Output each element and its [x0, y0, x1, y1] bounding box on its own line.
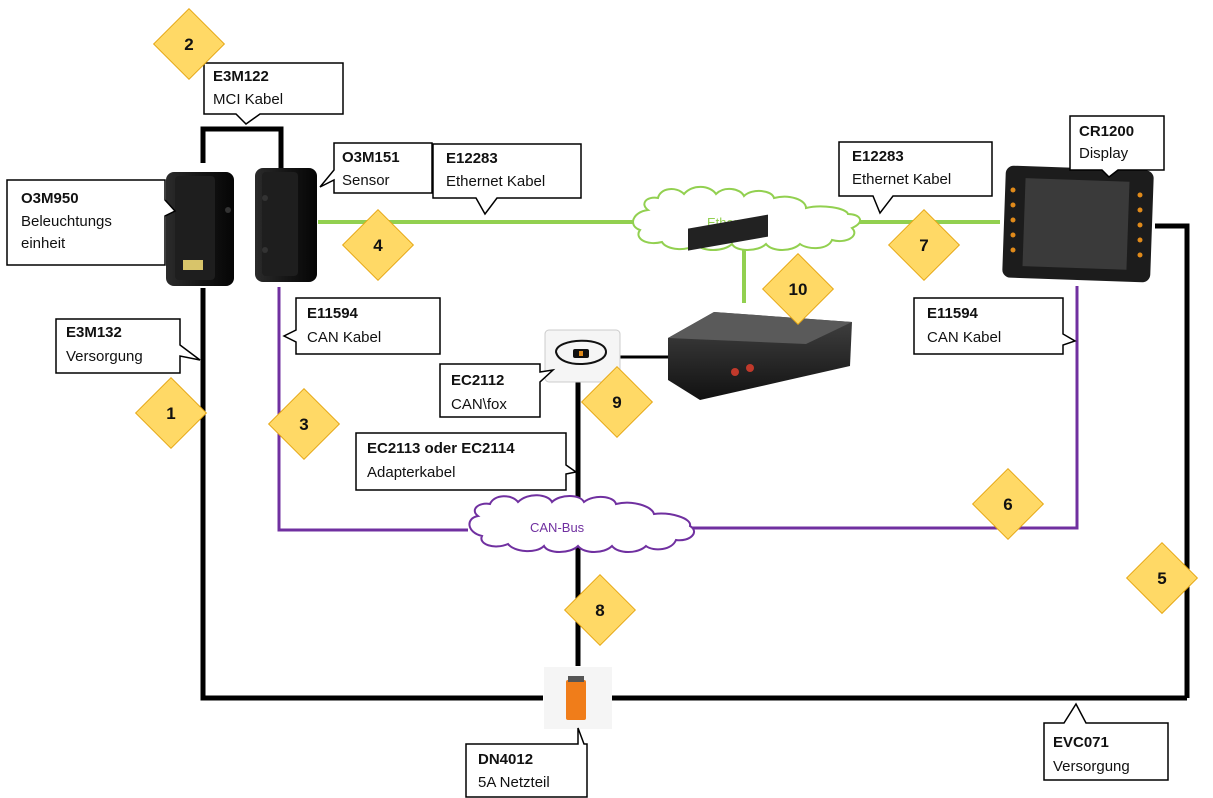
canbus-cloud: CAN-Bus: [468, 494, 695, 553]
display-cr1200: [1002, 165, 1154, 283]
marker-5-label: 5: [1157, 569, 1166, 588]
callout-e3m132-line1: Versorgung: [66, 348, 143, 365]
marker-8: 8: [563, 573, 637, 647]
callout-e11594-left: E11594 CAN Kabel: [282, 297, 441, 355]
marker-1: 1: [134, 376, 208, 450]
callout-cr1200-line1: Display: [1079, 145, 1129, 162]
marker-7: 7: [887, 208, 961, 282]
marker-10-label: 10: [789, 280, 808, 299]
callout-dn4012-line1: 5A Netzteil: [478, 774, 550, 791]
marker-7-label: 7: [919, 236, 928, 255]
mci-cable-e3m122: [200, 126, 284, 168]
callout-e3m122: E3M122 MCI Kabel: [203, 62, 344, 125]
callout-e11594-left-line1: CAN Kabel: [307, 329, 381, 346]
callout-o3m950-line2: einheit: [21, 235, 66, 252]
can-cable-right: [690, 286, 1079, 530]
callout-e11594-right-title: E11594: [927, 305, 979, 322]
marker-2: 2: [152, 7, 226, 81]
can-bus-cables: [277, 286, 1079, 532]
marker-3-label: 3: [299, 415, 308, 434]
callout-ec2113: EC2113 oder EC2114 Adapterkabel: [355, 432, 578, 491]
callout-e12283-left-line1: Ethernet Kabel: [446, 173, 545, 190]
can-cable-left: [277, 287, 468, 532]
callout-dn4012: DN4012 5A Netzteil: [465, 727, 588, 798]
canfox-ec2112: [544, 329, 621, 383]
marker-9: 9: [580, 365, 654, 439]
callout-e11594-right-line1: CAN Kabel: [927, 329, 1001, 346]
marker-5: 5: [1125, 541, 1199, 615]
callout-ec2112-line1: CAN\fox: [451, 396, 507, 413]
callout-e11594-left-title: E11594: [307, 305, 359, 322]
callout-o3m151-title: O3M151: [342, 149, 400, 166]
callout-o3m950: O3M950 Beleuchtungs einheit: [6, 179, 177, 266]
marker-2-label: 2: [184, 35, 193, 54]
callout-evc071-line1: Versorgung: [1053, 758, 1130, 775]
callout-e3m132: E3M132 Versorgung: [55, 318, 201, 374]
callout-cr1200: CR1200 Display: [1069, 115, 1165, 178]
canbus-cloud-label: CAN-Bus: [530, 520, 585, 535]
callout-e3m122-line1: MCI Kabel: [213, 91, 283, 108]
callout-e11594-right: E11594 CAN Kabel: [913, 297, 1077, 355]
callout-ec2112-title: EC2112: [451, 372, 504, 389]
callout-ec2113-line1: Adapterkabel: [367, 464, 455, 481]
callout-e3m122-title: E3M122: [213, 68, 269, 85]
power-supply-dn4012: [544, 667, 612, 729]
embedded-pc: [668, 214, 852, 400]
marker-4: 4: [341, 208, 415, 282]
callout-e3m132-title: E3M132: [66, 324, 122, 341]
marker-8-label: 8: [595, 601, 604, 620]
callout-e12283-right: E12283 Ethernet Kabel: [838, 141, 993, 215]
callout-evc071: EVC071 Versorgung: [1043, 702, 1169, 781]
marker-3: 3: [267, 387, 341, 461]
marker-10: 10: [761, 252, 835, 326]
marker-1-label: 1: [166, 404, 175, 423]
sensor-o3m151: [255, 168, 317, 282]
power-cable-display: [1155, 223, 1190, 698]
callout-o3m950-line1: Beleuchtungs: [21, 213, 112, 230]
marker-4-label: 4: [373, 236, 383, 255]
callout-ec2113-title: EC2113 oder EC2114: [367, 440, 515, 457]
marker-6: 6: [971, 467, 1045, 541]
callout-dn4012-title: DN4012: [478, 751, 533, 768]
callout-e12283-right-line1: Ethernet Kabel: [852, 171, 951, 188]
callout-e12283-left: E12283 Ethernet Kabel: [432, 143, 582, 216]
callout-e12283-left-title: E12283: [446, 150, 498, 167]
callout-e12283-right-title: E12283: [852, 148, 904, 165]
callout-o3m950-title: O3M950: [21, 190, 79, 207]
callout-evc071-title: EVC071: [1053, 734, 1109, 751]
callout-cr1200-title: CR1200: [1079, 123, 1134, 140]
marker-9-label: 9: [612, 393, 621, 412]
callout-o3m151: O3M151 Sensor: [319, 142, 433, 194]
callout-o3m151-line1: Sensor: [342, 172, 390, 189]
power-cable-e3m132: [200, 288, 543, 701]
illumination-unit-o3m950: [166, 172, 234, 286]
callout-ec2112: EC2112 CAN\fox: [439, 363, 556, 418]
marker-6-label: 6: [1003, 495, 1012, 514]
